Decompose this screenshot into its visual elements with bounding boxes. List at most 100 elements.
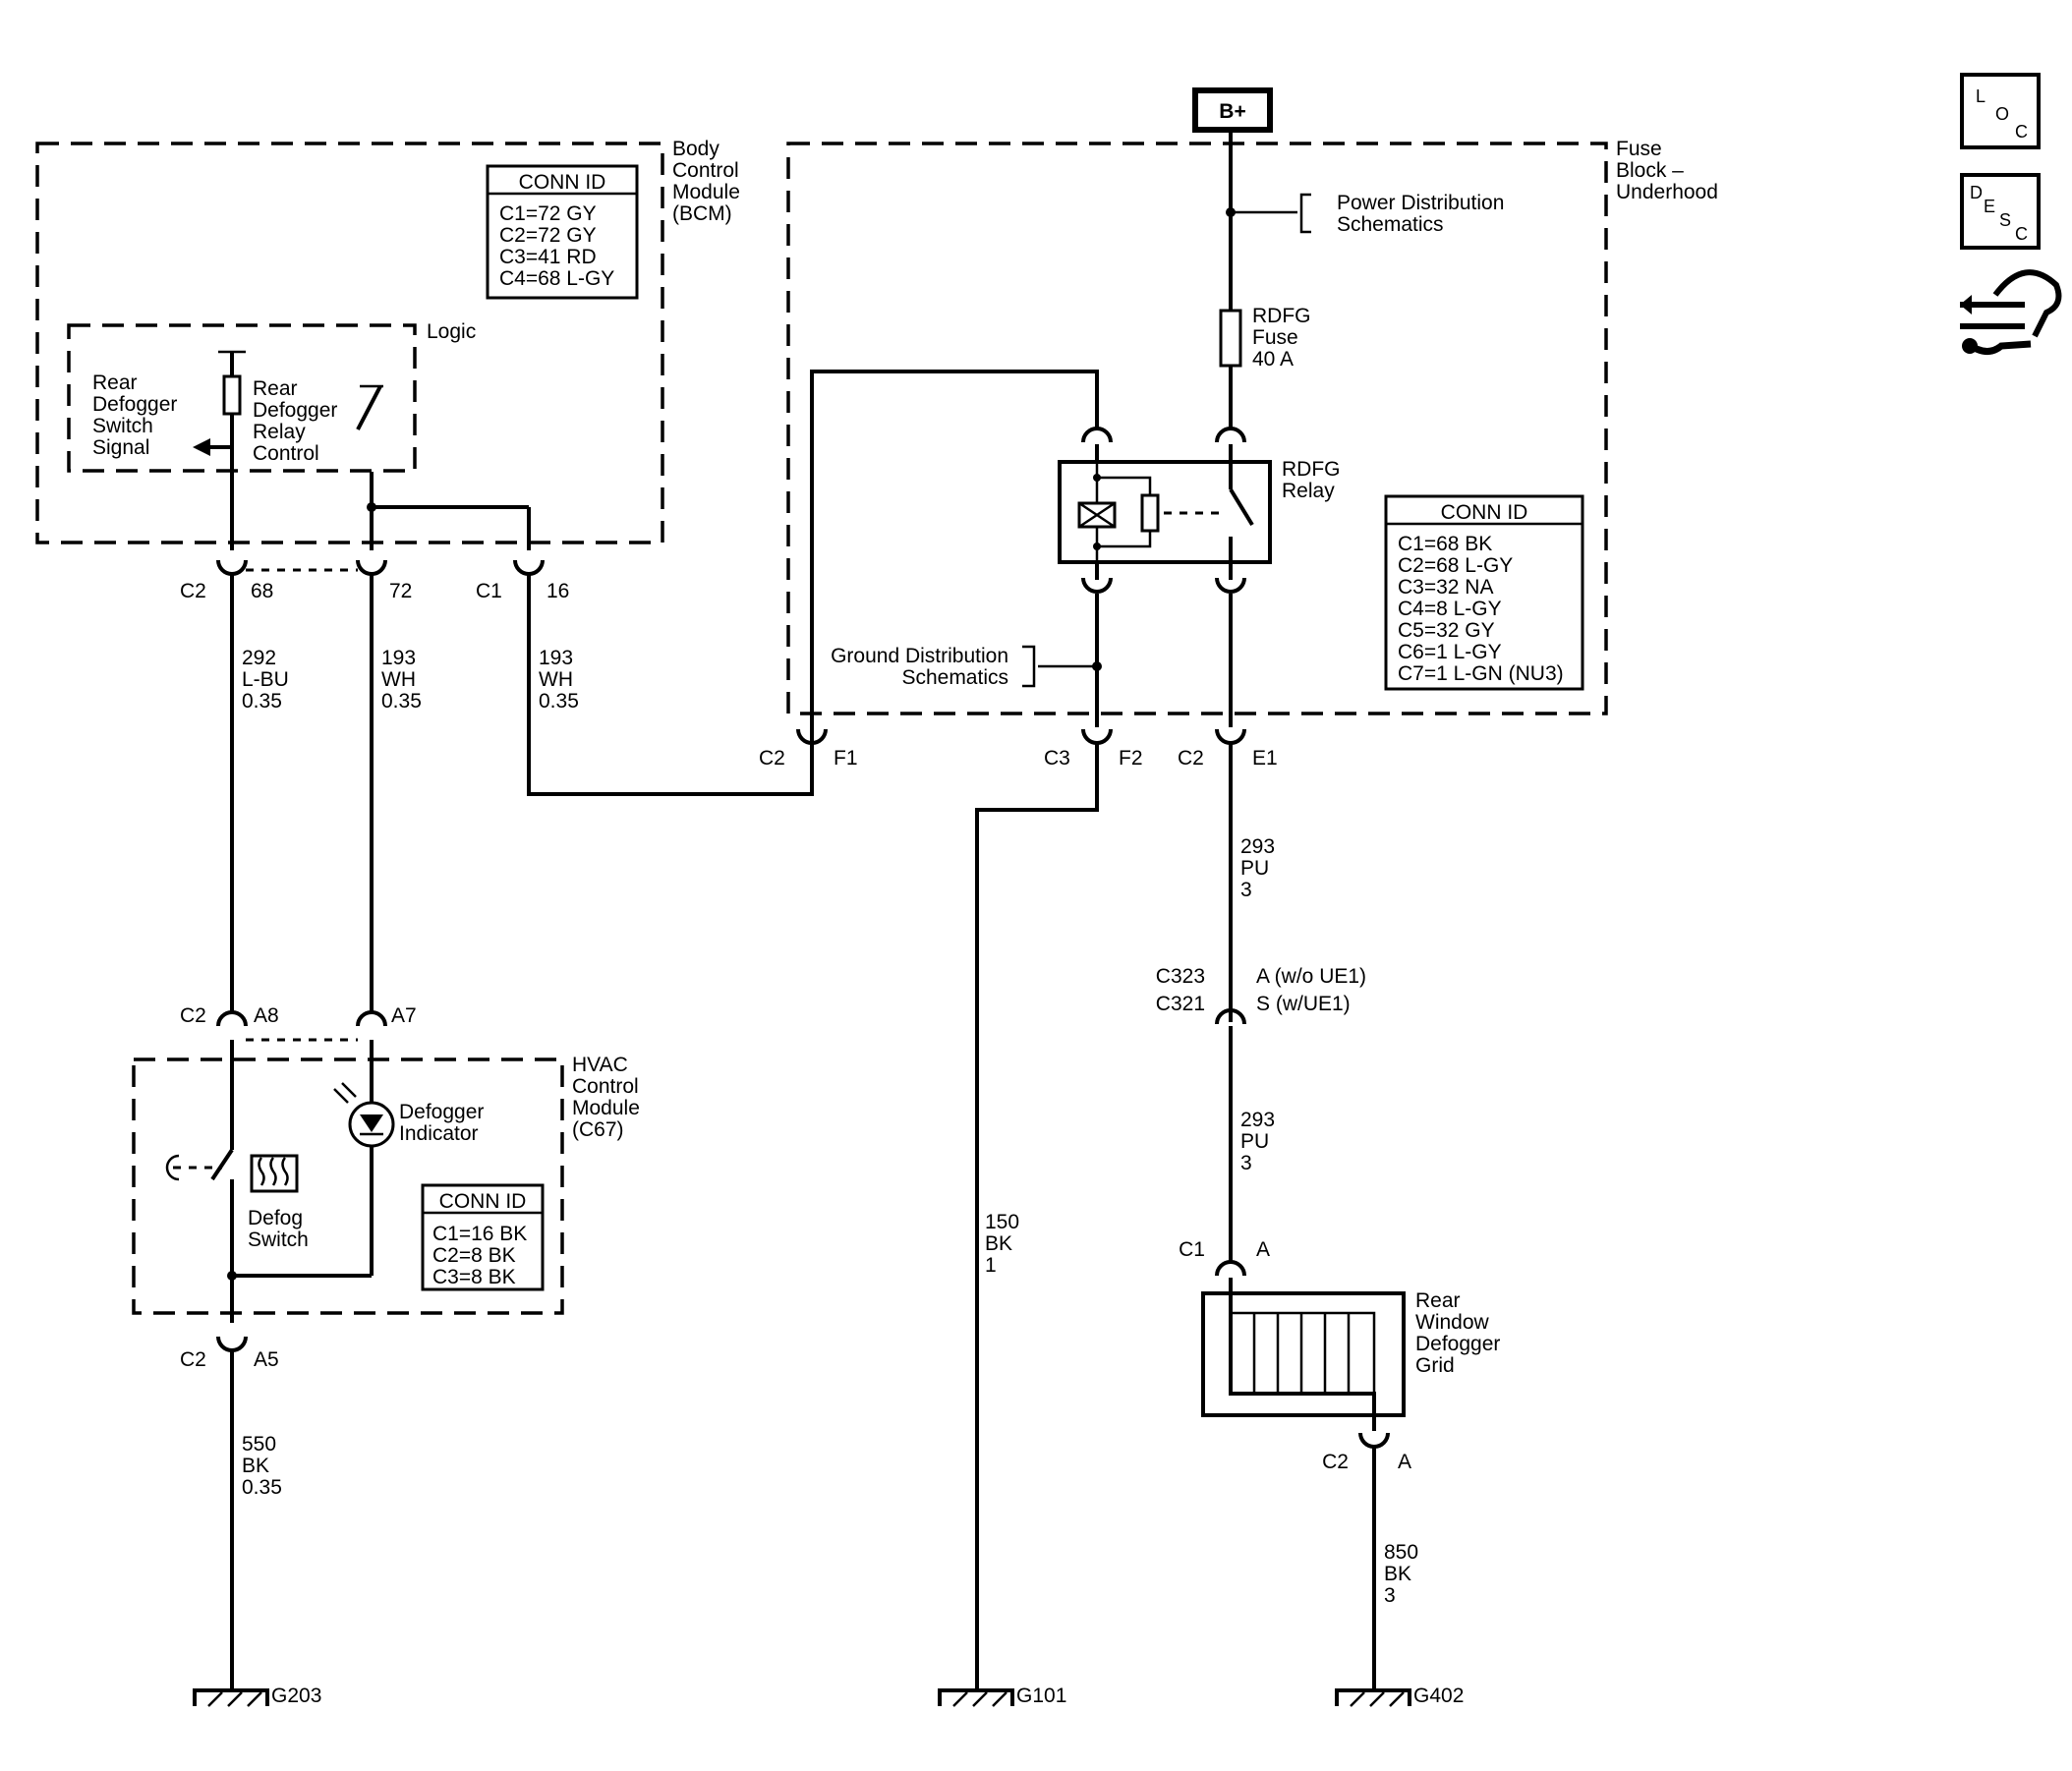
defog-switch-label-1: Defog	[248, 1207, 303, 1229]
wire-550-2: BK	[242, 1455, 269, 1477]
svg-text:E: E	[1984, 197, 1995, 216]
ground-g101-label: G101	[1016, 1685, 1066, 1707]
power-dist-2: Schematics	[1337, 213, 1444, 236]
relay-control-3: Relay	[253, 421, 306, 443]
relay-control-1: Rear	[253, 377, 298, 400]
hvac-pin-a5: A5	[254, 1348, 279, 1371]
bcm-title-3: Module	[672, 181, 740, 203]
hvac-pin-c2bot: C2	[180, 1348, 206, 1371]
wire-550-1: 550	[242, 1433, 276, 1456]
wire-293a-1: 293	[1240, 835, 1275, 858]
fuse-conn-5: C5=32 GY	[1398, 619, 1495, 642]
wire-293a-2: PU	[1240, 857, 1269, 880]
bcm-conn-3: C3=41 RD	[499, 246, 597, 268]
wire-293b-3: 3	[1240, 1152, 1252, 1174]
bcm-connector-c1-16	[513, 559, 545, 576]
bcm-conn-id-box	[486, 164, 639, 300]
hvac-boundary	[132, 1057, 564, 1315]
relay-label-1: RDFG	[1282, 458, 1341, 481]
grid-label-4: Grid	[1415, 1354, 1455, 1377]
fuse-connector-c2-f1	[796, 728, 828, 745]
bcm-title-1: Body	[672, 138, 719, 160]
bcm-conn-id-title: CONN ID	[519, 171, 606, 194]
power-dist-1: Power Distribution	[1337, 192, 1504, 214]
ground-g402-label: G402	[1413, 1685, 1464, 1707]
inline-connector-c323-c321	[1215, 1008, 1246, 1025]
defog-switch-label-2: Switch	[248, 1228, 309, 1251]
switch-signal-1: Rear	[92, 371, 138, 394]
svg-text:C: C	[2015, 122, 2028, 142]
fuse-pin-c2b: C2	[1178, 747, 1204, 770]
hvac-title-1: HVAC	[572, 1054, 628, 1076]
hvac-conn-id-box	[421, 1183, 545, 1291]
wire-150-3: 1	[985, 1254, 997, 1277]
fuse-label-1: RDFG	[1252, 305, 1311, 327]
inline-s-w-ue1: S (w/UE1)	[1256, 993, 1351, 1015]
bcm-pin-c1: C1	[476, 580, 502, 602]
svg-text:L: L	[1976, 86, 1986, 106]
wire-293b-1: 293	[1240, 1109, 1275, 1131]
bcm-pin-68: 68	[251, 580, 273, 602]
fuse-label-3: 40 A	[1252, 348, 1294, 371]
wire-193a-2: WH	[381, 668, 416, 691]
ground-dist-1: Ground Distribution	[831, 645, 1008, 667]
hvac-conn-1: C1=16 BK	[432, 1223, 527, 1245]
hvac-connector-c2-a7	[356, 1010, 387, 1027]
wire-150-1: 150	[985, 1211, 1019, 1233]
fuse-pin-e1: E1	[1252, 747, 1278, 770]
hvac-conn-title: CONN ID	[439, 1190, 527, 1213]
hvac-connector-c2-a8	[216, 1010, 248, 1027]
grid-label-3: Defogger	[1415, 1333, 1500, 1355]
battery-bplus-label: B+	[1219, 100, 1245, 123]
fuse-label-2: Fuse	[1252, 326, 1298, 349]
bcm-logic-label: Logic	[427, 320, 476, 343]
fuse-conn-3: C3=32 NA	[1398, 576, 1493, 599]
bcm-logic-boundary	[67, 323, 417, 473]
connector-wrench-icon[interactable]	[1960, 269, 2062, 355]
ground-g402-icon	[1335, 1688, 1411, 1707]
wire-150-2: BK	[985, 1232, 1012, 1255]
relay-label-2: Relay	[1282, 480, 1335, 502]
relay-control-2: Defogger	[253, 399, 337, 422]
grid-pin-a1: A	[1256, 1238, 1270, 1261]
fuse-pin-f2: F2	[1119, 747, 1143, 770]
inline-a-wo-ue1: A (w/o UE1)	[1256, 965, 1366, 988]
hvac-conn-3: C3=8 BK	[432, 1266, 516, 1288]
fuse-connector-c3-f2	[1081, 728, 1113, 745]
pullup-resistor-icon	[193, 350, 246, 550]
fuse-block-title-3: Underhood	[1616, 181, 1718, 203]
ground-g203-label: G203	[271, 1685, 321, 1707]
loc-icon[interactable]: L O C	[1960, 73, 2041, 149]
fuse-block-conn-title: CONN ID	[1441, 501, 1528, 524]
wire-292-2: L-BU	[242, 668, 289, 691]
grid-label-2: Window	[1415, 1311, 1490, 1334]
hvac-title-4: (C67)	[572, 1118, 624, 1141]
bcm-conn-4: C4=68 L-GY	[499, 267, 614, 290]
wire-292-1: 292	[242, 647, 276, 669]
fuse-conn-2: C2=68 L-GY	[1398, 554, 1513, 577]
bcm-conn-1: C1=72 GY	[499, 202, 597, 225]
bcm-pin-72: 72	[389, 580, 412, 602]
indicator-label-2: Indicator	[399, 1122, 479, 1145]
relay-coil-icon	[1077, 462, 1160, 562]
hvac-pin-a7: A7	[391, 1004, 417, 1027]
bcm-title-4: (BCM)	[672, 202, 732, 225]
bcm-connector-c2-72	[356, 559, 387, 576]
wire-292-3: 0.35	[242, 690, 282, 713]
svg-text:C: C	[2015, 224, 2028, 244]
hvac-pin-c2top: C2	[180, 1004, 206, 1027]
fuse-pin-c2a: C2	[759, 747, 785, 770]
fuse-conn-7: C7=1 L-GN (NU3)	[1398, 662, 1564, 685]
bcm-title-2: Control	[672, 159, 739, 182]
switch-signal-3: Switch	[92, 415, 153, 437]
fuse-block-conn-id-box	[1384, 494, 1584, 691]
fuse-conn-1: C1=68 BK	[1398, 533, 1492, 555]
relay-control-4: Control	[253, 442, 319, 465]
fuse-pin-f1: F1	[834, 747, 858, 770]
bcm-conn-2: C2=72 GY	[499, 224, 597, 247]
inline-c323: C323	[1156, 965, 1205, 988]
wire-193b-2: WH	[539, 668, 573, 691]
svg-text:O: O	[1995, 104, 2009, 124]
desc-icon[interactable]: D E S C	[1960, 173, 2041, 250]
